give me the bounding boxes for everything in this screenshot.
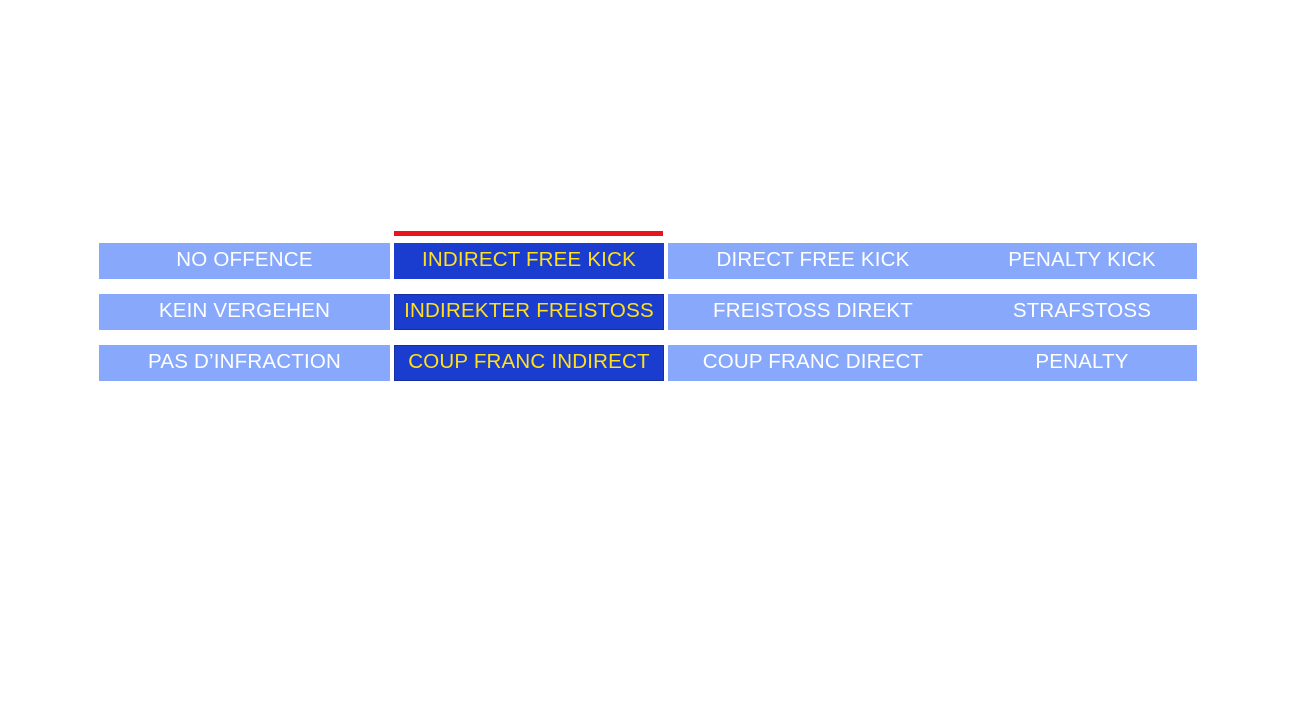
sanction-table: NO OFFENCE INDIRECT FREE KICK DIRECT FRE… bbox=[99, 243, 1197, 381]
cell-group-right-english: DIRECT FREE KICK PENALTY KICK bbox=[668, 243, 1197, 279]
cell-indirect-free-kick-german[interactable]: INDIREKTER FREISTOSS bbox=[394, 294, 664, 330]
table-row: PAS D’INFRACTION COUP FRANC INDIRECT COU… bbox=[99, 345, 1197, 381]
cell-direct-free-kick-english[interactable]: DIRECT FREE KICK bbox=[716, 247, 910, 271]
cell-indirect-free-kick-english[interactable]: INDIRECT FREE KICK bbox=[394, 243, 664, 279]
red-marker-bar bbox=[394, 231, 663, 236]
cell-penalty-kick-english[interactable]: PENALTY KICK bbox=[1008, 247, 1156, 271]
cell-no-offence-english[interactable]: NO OFFENCE bbox=[99, 243, 390, 279]
cell-group-right-german: FREISTOSS DIREKT STRAFSTOSS bbox=[668, 294, 1197, 330]
cell-penalty-kick-german[interactable]: STRAFSTOSS bbox=[1012, 298, 1152, 322]
cell-no-offence-german[interactable]: KEIN VERGEHEN bbox=[99, 294, 390, 330]
cell-penalty-kick-french[interactable]: PENALTY bbox=[1035, 349, 1129, 373]
cell-direct-free-kick-french[interactable]: COUP FRANC DIRECT bbox=[702, 349, 924, 373]
table-row: KEIN VERGEHEN INDIREKTER FREISTOSS FREIS… bbox=[99, 294, 1197, 330]
cell-no-offence-french[interactable]: PAS D’INFRACTION bbox=[99, 345, 390, 381]
cell-indirect-free-kick-french[interactable]: COUP FRANC INDIRECT bbox=[394, 345, 664, 381]
table-row: NO OFFENCE INDIRECT FREE KICK DIRECT FRE… bbox=[99, 243, 1197, 279]
cell-group-right-french: COUP FRANC DIRECT PENALTY bbox=[668, 345, 1197, 381]
cell-direct-free-kick-german[interactable]: FREISTOSS DIREKT bbox=[713, 298, 913, 322]
